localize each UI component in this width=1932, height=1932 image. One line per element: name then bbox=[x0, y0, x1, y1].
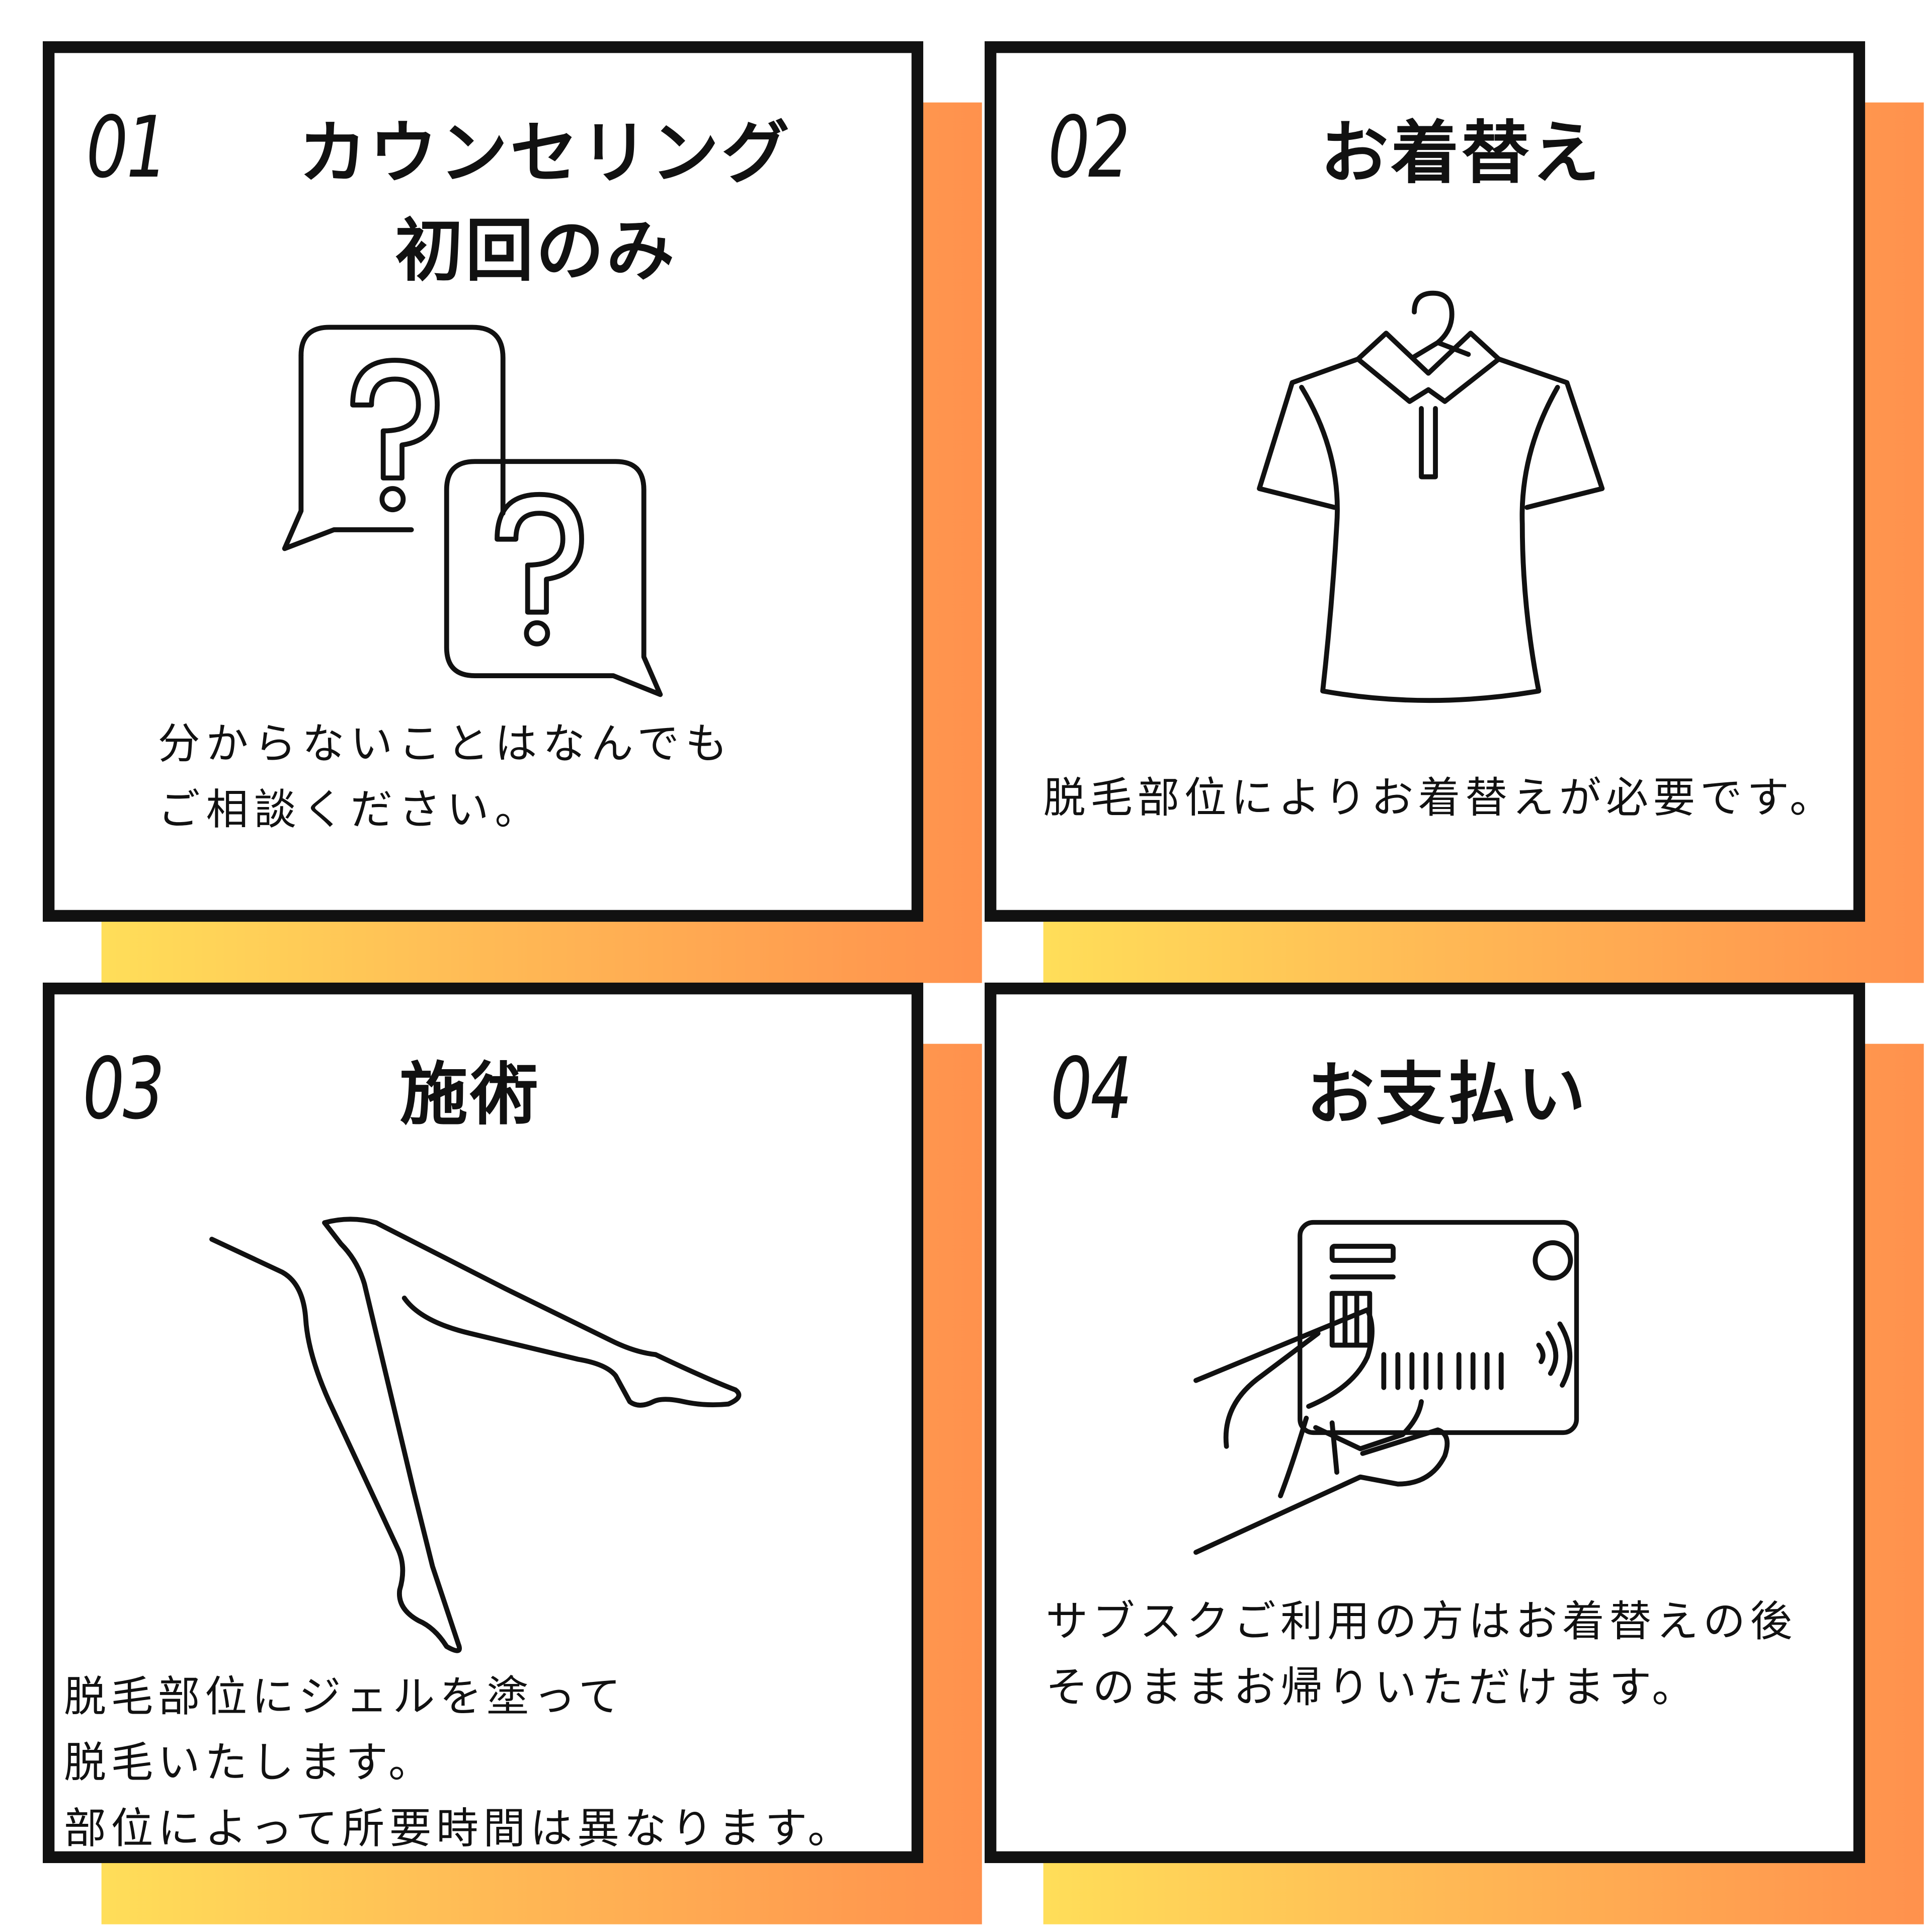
description-line: ご相談ください。 bbox=[157, 786, 543, 835]
description-line: 分からないことはなんでも bbox=[157, 720, 734, 769]
step-title: カウンセリング bbox=[298, 113, 792, 193]
description-line: 部位によって所要時間は異なります。 bbox=[64, 1805, 855, 1854]
step-card-counseling: 01 カウンセリング 初回のみ 分からないことはなんでも ご相談ください。 bbox=[43, 41, 982, 983]
step-title: 施術 bbox=[399, 1054, 541, 1135]
legs-icon bbox=[209, 1217, 742, 1653]
step-card-change-clothes: 02 お着替え 脱毛部位によりお着替えが必要です。 bbox=[985, 41, 1924, 983]
step-description: 脱毛部位にジェルを塗って 脱毛いたします。 部位によって所要時間は異なります。 bbox=[64, 1665, 855, 1863]
hand-holding-card-icon bbox=[1193, 1220, 1579, 1555]
description-line: 脱毛部位によりお着替えが必要です。 bbox=[1043, 774, 1837, 823]
step-card-payment: 04 お支払い サブスクご利用の方はお着替えの後 そのままお帰りいただけます。 bbox=[985, 983, 1924, 1924]
step-subtitle: 初回のみ bbox=[395, 210, 677, 291]
step-description: サブスクご利用の方はお着替えの後 そのままお帰りいただけます。 bbox=[1045, 1590, 1797, 1722]
card-frame: 01 カウンセリング 初回のみ 分からないことはなんでも ご相談ください。 bbox=[43, 41, 924, 922]
step-description: 脱毛部位によりお着替えが必要です。 bbox=[1043, 766, 1837, 832]
description-line: 脱毛いたします。 bbox=[64, 1739, 436, 1788]
step-title: お支払い bbox=[1306, 1054, 1588, 1135]
step-number: 01 bbox=[86, 98, 168, 197]
description-line: サブスクご利用の方はお着替えの後 bbox=[1045, 1598, 1797, 1647]
description-line: そのままお帰りいただけます。 bbox=[1045, 1664, 1699, 1713]
description-line: 脱毛部位にジェルを塗って bbox=[64, 1673, 625, 1722]
step-card-treatment: 03 施術 脱毛部位にジェルを塗って 脱毛いたします。 部位によって所要時間は異… bbox=[43, 983, 982, 1924]
step-title: お着替え bbox=[1320, 113, 1602, 193]
step-description: 分からないことはなんでも ご相談ください。 bbox=[158, 712, 734, 844]
shirt-on-hanger-icon bbox=[1257, 290, 1605, 703]
card-frame: 04 お支払い サブスクご利用の方はお着替えの後 そのままお帰りいただけます。 bbox=[985, 983, 1866, 1864]
step-number: 03 bbox=[83, 1039, 165, 1138]
card-frame: 02 お着替え 脱毛部位によりお着替えが必要です。 bbox=[985, 41, 1866, 922]
card-frame: 03 施術 脱毛部位にジェルを塗って 脱毛いたします。 部位によって所要時間は異… bbox=[43, 983, 924, 1864]
question-speech-bubbles-icon bbox=[282, 325, 663, 697]
step-number: 02 bbox=[1048, 98, 1130, 197]
step-number: 04 bbox=[1050, 1039, 1133, 1138]
